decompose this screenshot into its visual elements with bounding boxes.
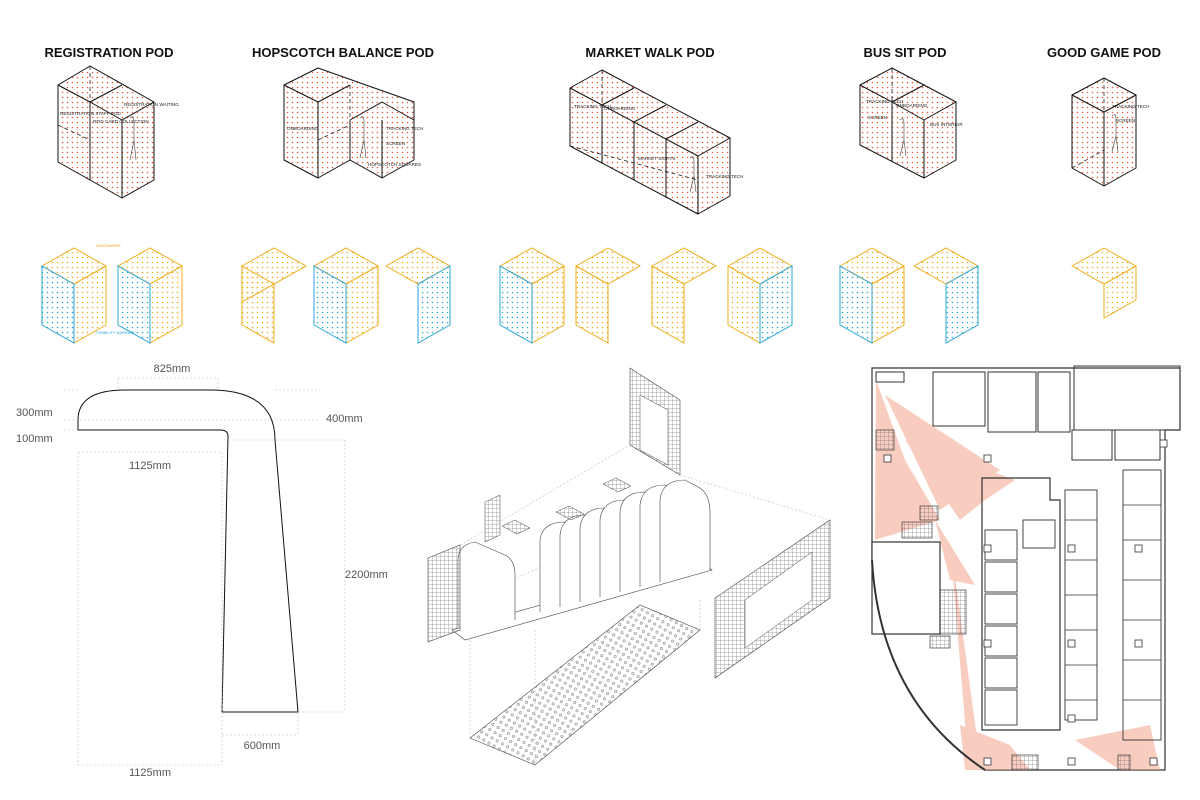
exploded-axonometric [427, 367, 831, 766]
legend-visibility-barrier: VISIBILITY BARRIER [96, 330, 135, 335]
label-registration-waiting: REGISTRATION WAITING [124, 102, 179, 107]
label-registration-staff: REGISTRATION STAFF POD [60, 111, 122, 116]
label-hopscotch-tracking: TRACKING TECH [386, 126, 423, 131]
label-hopscotch-squares: HOPSCOTCH SQUARES [368, 162, 421, 167]
pod-title-registration: REGISTRATION POD [44, 45, 173, 60]
dim-inner-width: 1125mm [129, 460, 171, 472]
label-market-tracking-2: TRACKING TECH [706, 174, 743, 179]
registration-pod-drawing: REGISTRATION STAFF POD RFID CARD COLLECT… [57, 65, 179, 199]
panel-row: WOODWARE VISIBILITY BARRIER [40, 243, 1138, 344]
label-market-sights: MARKET SIGHTS [638, 156, 675, 161]
panel-dimension-drawing: 825mm 300mm 100mm 400mm 1125mm 2200mm 60… [16, 363, 388, 779]
label-bus-screen: SCREEN [868, 115, 887, 120]
label-game-screen: SCREEN [1116, 118, 1135, 123]
dim-height: 2200mm [345, 569, 388, 581]
label-rfid-collection: RFID CARD COLLECTION [93, 119, 149, 124]
label-market-onboarding: ONBOARDING [604, 106, 636, 111]
legend-woodware: WOODWARE [96, 243, 121, 248]
dim-top-width: 825mm [154, 363, 191, 375]
label-bus-tracking: TRACKING TECH [866, 99, 903, 104]
dim-left-top: 300mm [16, 407, 53, 419]
good-game-pod-drawing: TRACKING TECH SCREEN [1071, 77, 1149, 187]
pod-title-market-walk: MARKET WALK POD [585, 45, 714, 60]
bus-sit-pod-drawing: TRACKING TECH ONBOARDING SCREEN BUS INTE… [859, 67, 963, 179]
pod-title-hopscotch: HOPSCOTCH BALANCE POD [252, 45, 434, 60]
label-market-tracking-1: TRACKING TECH [574, 104, 611, 109]
dim-bottom-width: 1125mm [129, 767, 171, 779]
label-game-tracking: TRACKING TECH [1112, 104, 1149, 109]
market-walk-pod-drawing: TRACKING TECH ONBOARDING MARKET SIGHTS T… [569, 69, 743, 215]
label-bus-interior: BUS INTERIOR [930, 122, 963, 127]
hopscotch-pod-drawing: ONBOARDING TRACKING TECH SCREEN HOPSCOTC… [283, 67, 423, 179]
floor-plan [871, 365, 1181, 771]
label-hopscotch-screen: SCREEN [386, 141, 405, 146]
dim-right-top: 400mm [326, 413, 363, 425]
label-hopscotch-onboarding: ONBOARDING [287, 126, 319, 131]
dim-foot-width: 600mm [244, 740, 281, 752]
pod-title-bus-sit: BUS SIT POD [863, 45, 946, 60]
pod-title-good-game: GOOD GAME POD [1047, 45, 1161, 60]
dim-left-bottom: 100mm [16, 433, 53, 445]
label-bus-onboarding: ONBOARDING [896, 103, 928, 108]
